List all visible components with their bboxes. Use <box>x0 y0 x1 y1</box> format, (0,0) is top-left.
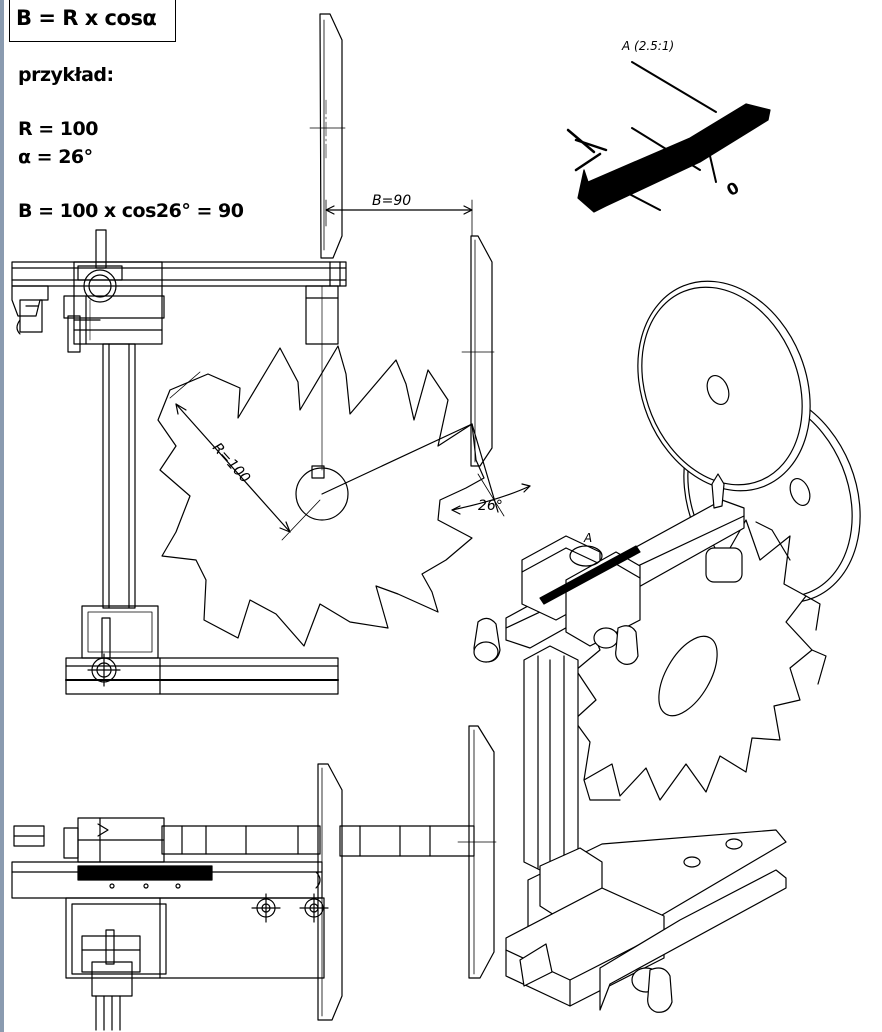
formula-text: B = R x cosα <box>16 6 157 30</box>
front-clamp-block <box>63 261 165 353</box>
front-vertical-column <box>102 343 136 609</box>
plan-slide-block <box>13 817 165 863</box>
right-blade-edge <box>461 235 495 467</box>
isometric-view-label: A <box>583 531 592 545</box>
dimension-angle: 26° <box>451 473 531 517</box>
detail-a: A (2.5:1) 0 <box>566 39 771 213</box>
formula-box <box>9 0 176 42</box>
plan-ruler <box>77 865 213 889</box>
example-r-value: R = 100 <box>18 118 98 140</box>
isometric-arm: A <box>505 473 745 649</box>
example-heading: przykład: <box>18 64 114 86</box>
isometric-base <box>505 829 787 1011</box>
isometric-knob-left <box>473 617 501 663</box>
plan-base <box>65 897 325 979</box>
plan-clamp-handle <box>91 871 321 1031</box>
plan-screw-right <box>299 893 329 923</box>
front-pivot-block <box>305 285 339 471</box>
dimension-b-label: B=90 <box>372 193 411 209</box>
front-blade-edge <box>309 13 346 259</box>
dimension-angle-label: 26° <box>478 498 503 514</box>
example-result: B = 100 x cos26° = 90 <box>18 200 244 222</box>
detail-a-title: A (2.5:1) <box>621 39 674 53</box>
front-clamp-knob <box>77 229 123 303</box>
dimension-r: R=100 <box>169 371 321 541</box>
isometric-blade-disc <box>637 280 811 507</box>
isometric-base-knob <box>631 967 673 1013</box>
plan-arm <box>11 825 323 899</box>
dimension-b: B=90 <box>325 193 473 237</box>
plan-shaft <box>339 825 475 857</box>
example-alpha-value: α = 26° <box>18 146 93 168</box>
isometric-column <box>523 645 579 877</box>
front-base <box>65 605 339 695</box>
saw-blade-front <box>157 345 499 647</box>
page-frame-edge <box>0 0 4 1032</box>
front-horizontal-arm <box>11 261 347 335</box>
detail-a-zero: 0 <box>723 178 742 200</box>
plan-blade-right <box>457 725 497 979</box>
dimension-r-label: R=100 <box>209 440 253 487</box>
plan-screw-left <box>251 893 281 923</box>
isometric-knob-right <box>593 625 639 665</box>
